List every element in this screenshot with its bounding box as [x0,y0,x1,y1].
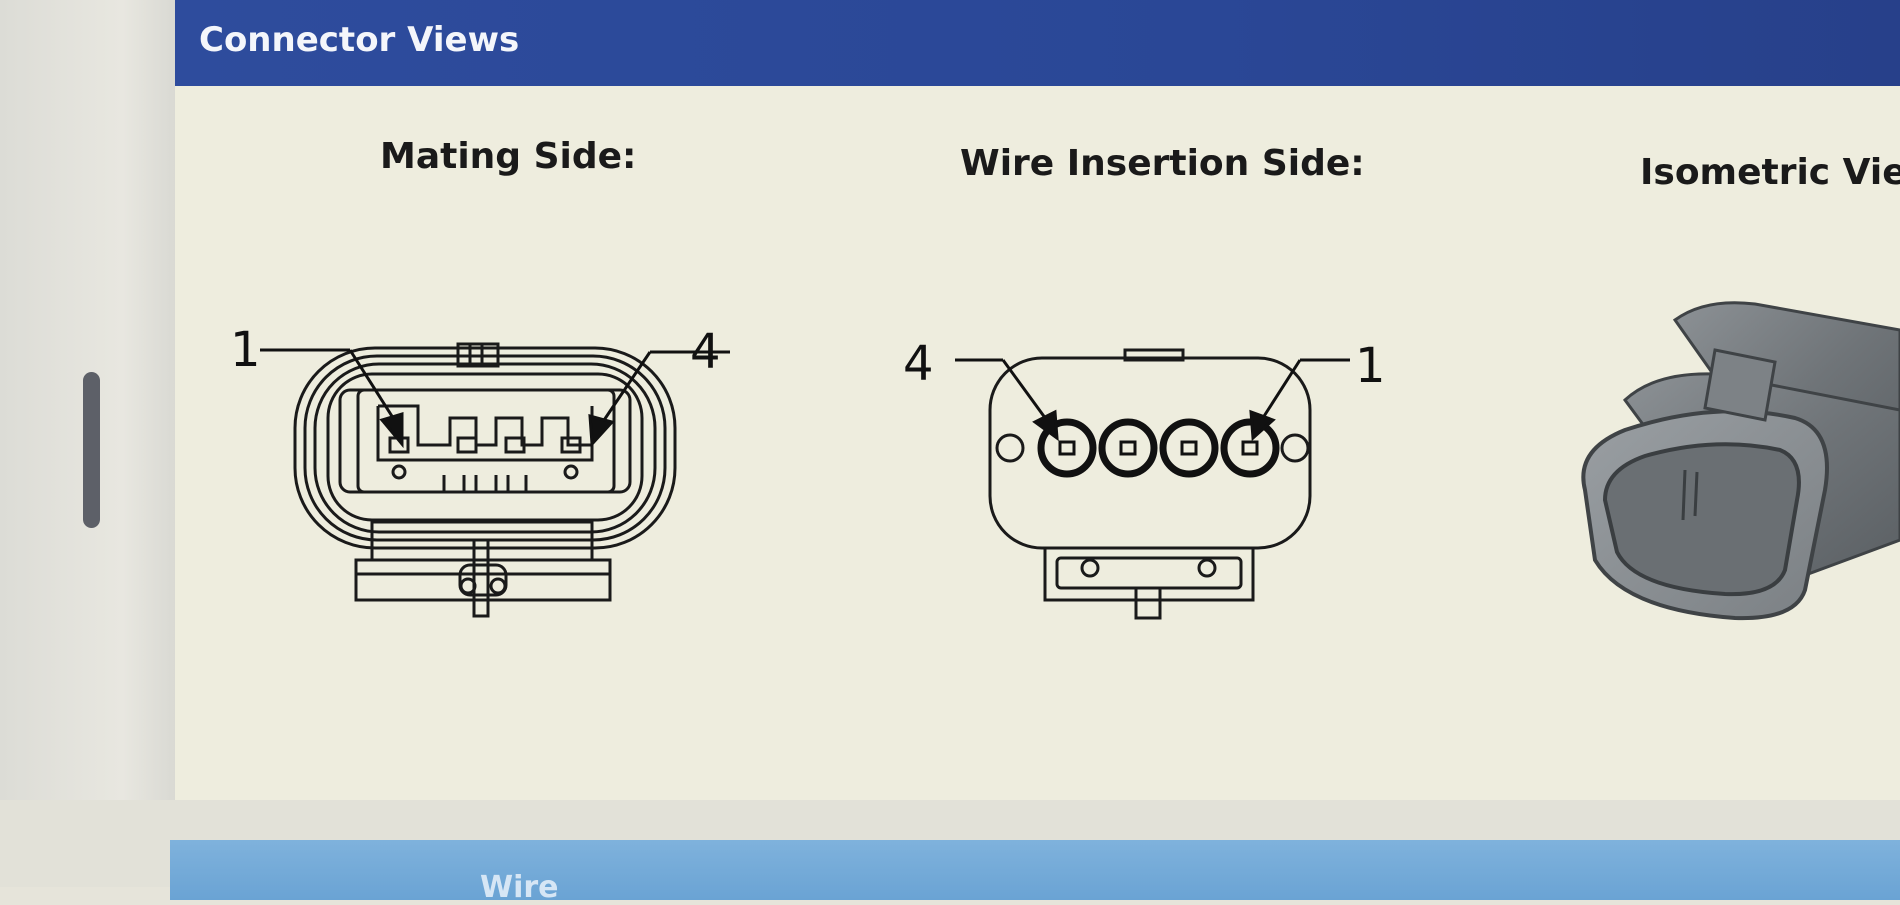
wire-section-label: Wire [480,870,559,905]
wire-section-header[interactable]: Wire [170,840,1900,905]
left-gutter [0,0,175,887]
mating-side-label: Mating Side: [380,136,637,177]
panel-header[interactable]: Connector Views [175,0,1900,86]
wire-insertion-side-label: Wire Insertion Side: [960,143,1365,184]
mating-pin-4-label: 4 [690,324,721,380]
mating-pin-1-label: 1 [230,322,261,378]
isometric-view-label: Isometric View [1640,152,1900,193]
wire-pin-1-label: 1 [1355,338,1386,394]
wire-insertion-side-drawing: 4 1 [903,336,1386,620]
mating-side-drawing: 1 4 [230,322,730,618]
wire-pin-4-label: 4 [903,336,934,392]
isometric-connector-illustration [1581,301,1900,621]
connector-views-panel: Connector Views Mating Side: Wire Insert… [175,0,1900,800]
scrollbar-thumb[interactable] [83,372,100,528]
panel-title: Connector Views [199,20,520,60]
